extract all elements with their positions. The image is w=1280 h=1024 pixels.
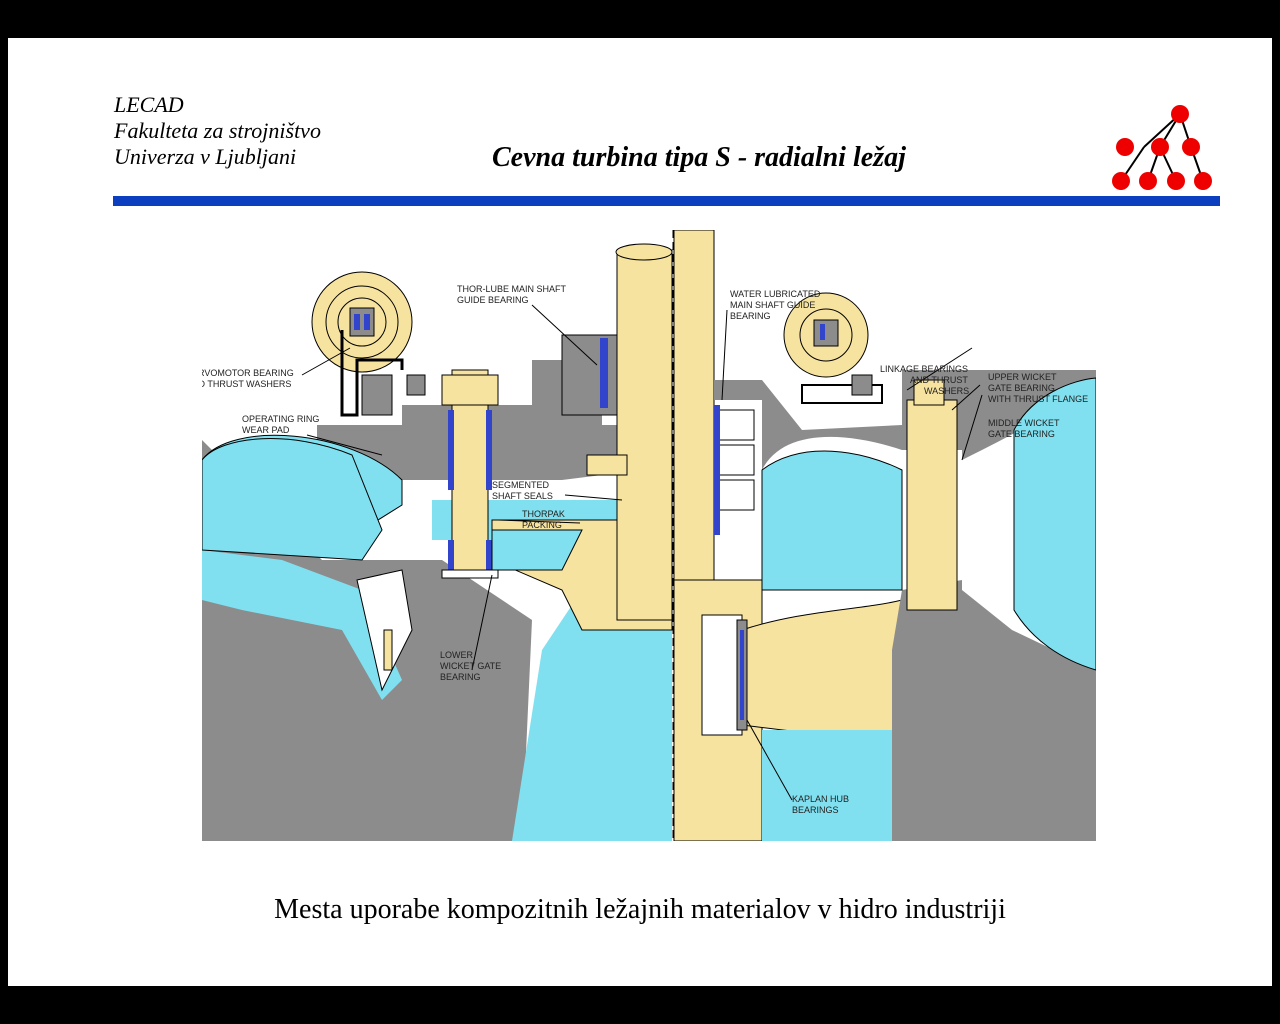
far-left-water	[202, 438, 383, 561]
label-opring-2: WEAR PAD	[242, 425, 290, 435]
label-water-lub-2: MAIN SHAFT GUIDE	[730, 300, 815, 310]
label-thorpak-1: THORPAK	[522, 509, 565, 519]
label-middle-1: MIDDLE WICKET	[988, 418, 1060, 428]
right-casing	[714, 370, 1096, 841]
label-lower-3: BEARING	[440, 672, 481, 682]
label-thor-lube-1: THOR-LUBE MAIN SHAFT	[457, 284, 567, 294]
org-name: LECAD	[114, 92, 184, 117]
slide-caption: Mesta uporabe kompozitnih ležajnih mater…	[274, 894, 1006, 925]
label-servo-2: AND THRUST WASHERS	[202, 379, 291, 389]
label-seg-1: SEGMENTED	[492, 480, 550, 490]
label-middle-2: GATE BEARING	[988, 429, 1055, 439]
label-seg-2: SHAFT SEALS	[492, 491, 553, 501]
right-wicket-stem	[906, 399, 958, 611]
right-water-channel	[761, 450, 903, 591]
label-kaplan-2: BEARINGS	[792, 805, 839, 815]
university-name: Univerza v Ljubljani	[114, 144, 297, 169]
label-lower-2: WICKET GATE	[440, 661, 501, 671]
header-rule	[113, 196, 1220, 206]
label-linkage-1: LINKAGE BEARINGS	[880, 364, 968, 374]
label-upper-2: GATE BEARING	[988, 383, 1055, 393]
label-water-lub-3: BEARING	[730, 311, 771, 321]
label-thorpak-2: PACKING	[522, 520, 562, 530]
label-servo-1: SERVOMOTOR BEARING	[202, 368, 294, 378]
right-water-lower	[762, 730, 892, 841]
label-kaplan-1: KAPLAN HUB	[792, 794, 849, 804]
center-water	[512, 590, 672, 841]
label-lower-1: LOWER	[440, 650, 474, 660]
label-opring-1: OPERATING RING	[242, 414, 319, 424]
main-shaft	[616, 249, 673, 621]
turbine-cross-section-diagram: THOR-LUBE MAIN SHAFT GUIDE BEARING WATER…	[202, 230, 1096, 841]
label-upper-1: UPPER WICKET	[988, 372, 1057, 382]
header-institution: LECAD Fakulteta za strojništvo Univerza …	[114, 92, 321, 170]
tree-logo-icon	[1112, 105, 1212, 190]
slide: LECAD Fakulteta za strojništvo Univerza …	[8, 38, 1272, 986]
slide-title: Cevna turbina tipa S - radialni ležaj	[492, 142, 906, 173]
label-water-lub-1: WATER LUBRICATED	[730, 289, 821, 299]
faculty-name: Fakulteta za strojništvo	[114, 118, 321, 143]
left-water-lower	[202, 550, 402, 700]
label-thor-lube-2: GUIDE BEARING	[457, 295, 529, 305]
label-upper-3: WITH THRUST FLANGE	[988, 394, 1088, 404]
right-blade	[741, 599, 903, 741]
far-right-water	[1013, 377, 1096, 671]
label-linkage-3: WASHERS	[924, 386, 969, 396]
label-linkage-2: AND THRUST	[910, 375, 968, 385]
